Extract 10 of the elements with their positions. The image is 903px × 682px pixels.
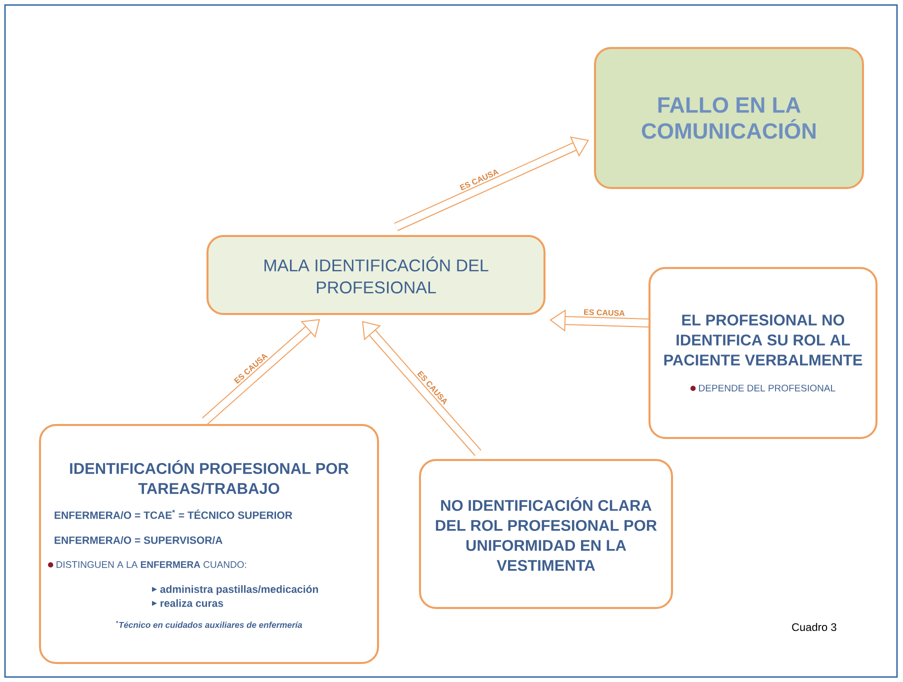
cause-box: EL PROFESIONAL NO IDENTIFICA SU ROL AL PACIENTE VERBALMENTE DEPENDE DEL PROFESIONAL [648,267,878,439]
cause-box: IDENTIFICACIÓN PROFESIONAL POR TAREAS/TRABAJO ENFERMERA/O = TCAE$^{*}$ = TÉCNICO SUPERIOR ENFERMERA/O = SUPERVISOR/A DISTINGUEN A LA ENFERMERA CUANDO: administra pastillas/medicación realiza curas $^{*}$Técnico en cuidados auxiliares de enfermería [39,424,379,664]
block-arrow [362,321,482,456]
result-box: FALLO EN LA COMUNICACIÓN [594,47,864,189]
central-box: MALA IDENTIFICACIÓN DEL PROFESIONAL [206,235,546,315]
block-arrow [202,319,320,424]
edge-label: ES CAUSA [582,308,626,318]
figure-number: Cuadro 3 [792,622,836,632]
cause-box: NO IDENTIFICACIÓN CLARA DEL ROL PROFESIONAL POR UNIFORMIDAD EN LA VESTIMENTA [419,459,673,609]
block-arrow [394,136,589,232]
